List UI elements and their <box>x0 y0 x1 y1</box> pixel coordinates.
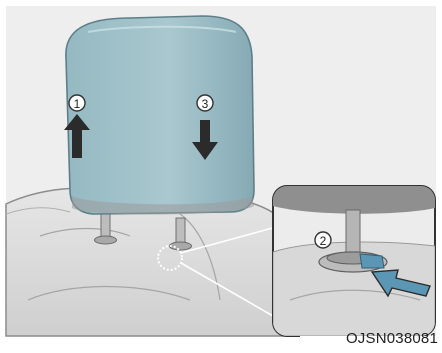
step-1-marker: 1 <box>68 94 86 112</box>
figure-code: OJSN038081 <box>345 330 438 347</box>
arrow-down <box>192 120 218 160</box>
headrest-posts <box>94 213 192 251</box>
code-label-backdrop <box>300 336 442 348</box>
step-1-label: 1 <box>74 97 81 111</box>
step-3-marker: 3 <box>196 94 214 112</box>
arrow-up <box>64 114 90 158</box>
callout-leader-lines <box>180 225 281 321</box>
headrest <box>65 15 255 215</box>
step-2-marker: 2 <box>314 231 332 249</box>
inset-detail: 2 <box>272 185 436 337</box>
step-2-label: 2 <box>320 234 327 248</box>
callout-circle <box>157 245 183 271</box>
step-3-label: 3 <box>202 97 209 111</box>
